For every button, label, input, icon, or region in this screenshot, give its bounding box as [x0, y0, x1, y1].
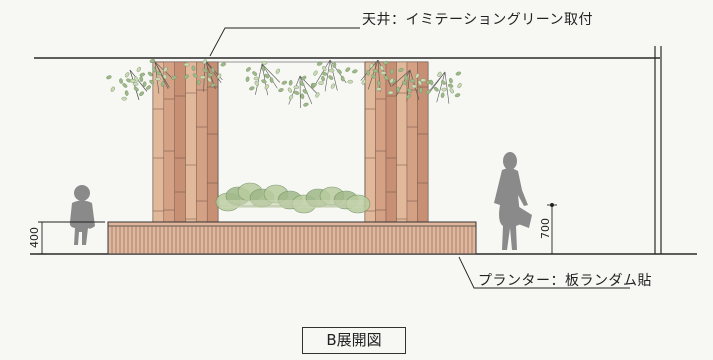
dimension-400-label: 400	[28, 227, 41, 248]
left-wood-pillar	[152, 61, 219, 227]
right-wood-pillar	[364, 61, 429, 227]
planter-box	[107, 221, 477, 255]
imitation-green-leaves	[106, 59, 462, 109]
dimension-700-label: 700	[539, 218, 552, 239]
child-silhouette	[69, 185, 95, 245]
planter-annotation: プランター：板ランダム貼	[478, 273, 652, 289]
adult-silhouette	[494, 152, 532, 250]
opening-greenery	[215, 182, 371, 214]
drawing-title: B展開図	[302, 327, 406, 354]
ceiling-leader-line	[209, 27, 360, 57]
dimension-400	[38, 221, 105, 255]
ceiling-annotation: 天井：イミテーショングリーン取付	[362, 12, 594, 28]
dimension-700	[547, 203, 557, 254]
planter-leader-line	[458, 256, 630, 289]
